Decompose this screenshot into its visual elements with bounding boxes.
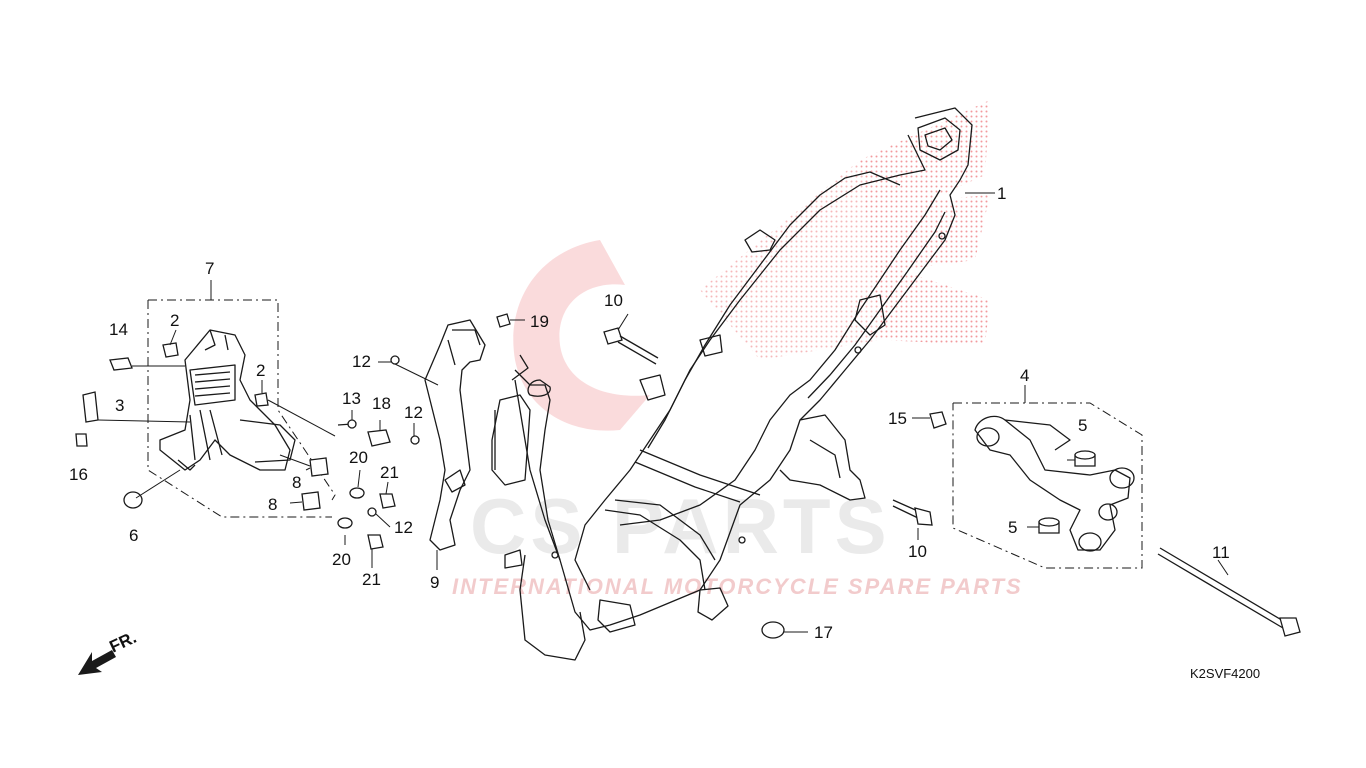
main-frame [491, 107, 995, 661]
bracket-assembly-7 [159, 329, 296, 471]
callout-3: 3 [115, 396, 124, 415]
callout-6: 6 [129, 526, 138, 545]
callout-20: 20 [332, 550, 351, 569]
callout-9: 9 [430, 573, 439, 592]
callout-12: 12 [404, 403, 423, 422]
callout-10: 10 [908, 542, 927, 561]
callout-19: 19 [530, 312, 549, 331]
callout-8: 8 [268, 495, 277, 514]
watermark-tagline-text: INTERNATIONAL MOTORCYCLE SPARE PARTS [452, 574, 1023, 599]
callout-2: 2 [170, 311, 179, 330]
callout-18: 18 [372, 394, 391, 413]
callout-4: 4 [1020, 366, 1029, 385]
front-direction-arrow: FR. [78, 628, 139, 675]
watermark-wing-shape [860, 100, 990, 345]
hanger-link-4 [974, 415, 1135, 552]
group-box-4 [952, 385, 1143, 569]
callout-16: 16 [69, 465, 88, 484]
callout-12: 12 [394, 518, 413, 537]
callout-20: 20 [349, 448, 368, 467]
callout-10: 10 [604, 291, 623, 310]
callout-21: 21 [380, 463, 399, 482]
watermark-wing-shape [700, 160, 880, 360]
callout-7: 7 [205, 259, 214, 278]
callout-11: 11 [1212, 543, 1230, 562]
callout-1: 1 [997, 184, 1006, 203]
callout-15: 15 [888, 409, 907, 428]
callout-5: 5 [1078, 416, 1087, 435]
bushing-5 [1038, 450, 1096, 534]
hardware [75, 313, 1301, 639]
callout-12: 12 [352, 352, 371, 371]
callout-14: 14 [109, 320, 128, 339]
callout-2: 2 [256, 361, 265, 380]
callout-5: 5 [1008, 518, 1017, 537]
callout-21: 21 [362, 570, 381, 589]
callout-13: 13 [342, 389, 361, 408]
callout-8: 8 [292, 473, 301, 492]
leader-lines [97, 313, 1229, 633]
callout-17: 17 [814, 623, 833, 642]
watermark-brand-text: CS PARTS [470, 482, 891, 570]
diagram-code: K2SVF4200 [1190, 666, 1260, 681]
watermark: CS PARTS INTERNATIONAL MOTORCYCLE SPARE … [452, 100, 1023, 599]
stay-9 [424, 319, 486, 570]
callout-labels: 1 2 2 3 4 5 5 6 7 8 8 9 10 10 11 12 12 1… [69, 184, 1230, 642]
arrow-left-icon [78, 650, 116, 675]
group-box-7 [147, 280, 336, 518]
watermark-gear-shape [513, 240, 650, 431]
